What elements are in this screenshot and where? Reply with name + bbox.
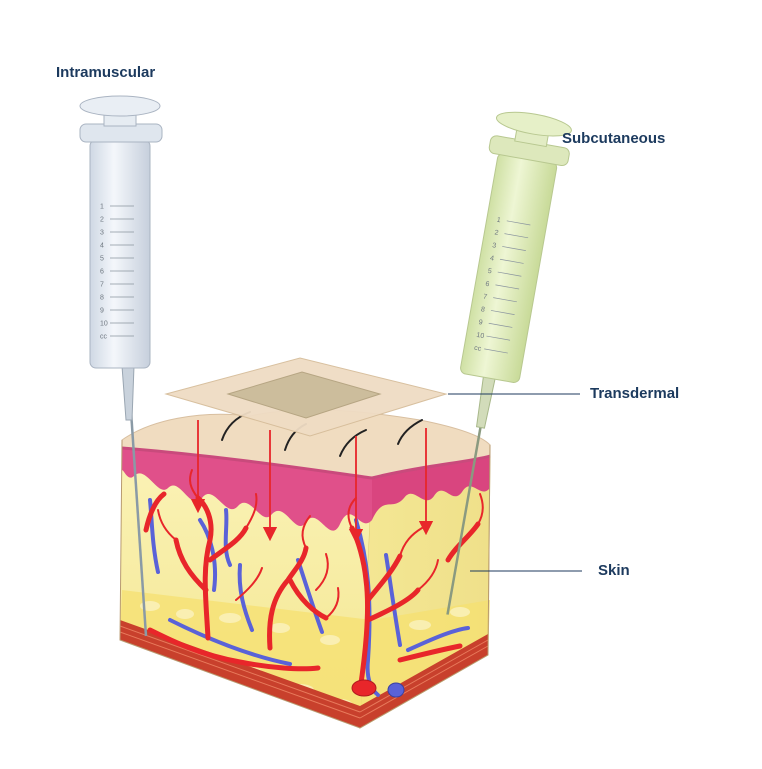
scale-label: cc (474, 345, 483, 353)
scale-label: 4 (489, 255, 494, 263)
subcutaneous-syringe: 1 2 3 4 5 6 7 8 9 10 cc (446, 111, 572, 615)
label-transdermal: Transdermal (590, 385, 680, 402)
scale-label: 10 (476, 332, 485, 340)
scale-tick (502, 246, 526, 251)
scale-label: 5 (100, 256, 104, 263)
scale-label: 7 (483, 293, 488, 301)
scale-tick (497, 271, 522, 277)
intramuscular-syringe-scale: 1 2 3 4 5 6 7 8 9 10 cc (100, 204, 134, 341)
scale-label: 4 (100, 243, 104, 250)
patch-drug-reservoir (226, 371, 382, 419)
label-skin: Skin (598, 562, 630, 579)
scale-label: 2 (100, 217, 104, 224)
scale-label: 1 (496, 217, 501, 225)
scale-tick (499, 258, 524, 264)
scale-tick (493, 297, 517, 303)
scale-tick (488, 322, 513, 328)
scale-label: 5 (487, 268, 492, 276)
scale-tick (495, 284, 520, 290)
blood-vessels (143, 469, 484, 698)
scale-tick (486, 335, 511, 341)
scale-label: 3 (100, 230, 104, 237)
label-subcutaneous: Subcutaneous (562, 130, 666, 147)
scale-label: 6 (485, 281, 490, 289)
leader-lines (448, 393, 582, 572)
scale-label: 1 (100, 204, 104, 211)
transdermal-patch (164, 357, 448, 437)
scale-label: 8 (480, 306, 485, 314)
artery-cross-section (351, 679, 377, 697)
scale-tick (504, 233, 529, 239)
vein-cross-section (387, 682, 405, 698)
scale-label: 7 (100, 282, 104, 289)
scale-label: 8 (100, 295, 104, 302)
scale-label: 2 (494, 229, 499, 237)
scale-tick (506, 220, 531, 226)
intramuscular-syringe: 1 2 3 4 5 6 7 8 9 10 cc (79, 95, 163, 637)
scale-label: 6 (100, 269, 104, 276)
label-intramuscular: Intramuscular (56, 64, 156, 81)
scale-label: 3 (492, 242, 497, 250)
subcutaneous-syringe-scale: 1 2 3 4 5 6 7 8 9 10 cc (474, 217, 531, 354)
scale-label: 9 (100, 308, 104, 315)
muscle-layer (120, 620, 488, 728)
scale-label: cc (100, 334, 108, 341)
drug-arrows (190, 420, 434, 544)
scale-tick (484, 348, 508, 354)
scale-tick (490, 310, 515, 315)
scale-label: 10 (100, 321, 108, 328)
scale-label: 9 (478, 319, 483, 327)
